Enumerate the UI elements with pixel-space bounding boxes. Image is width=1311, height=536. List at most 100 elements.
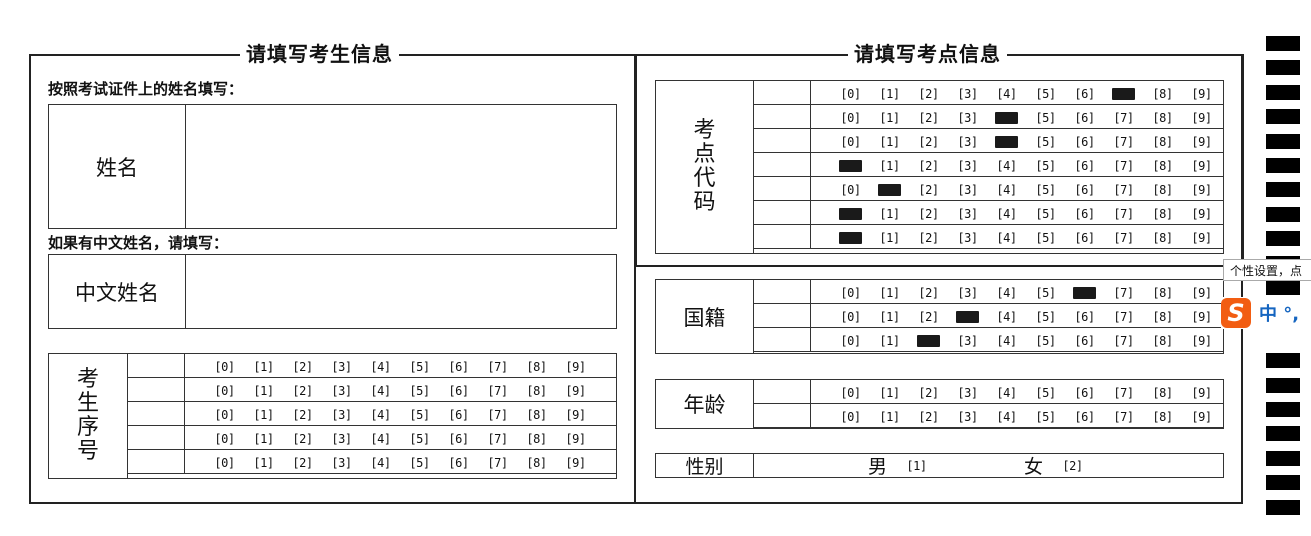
seq-bubble-4[interactable]: [4]: [370, 408, 391, 422]
seq-bubble-8[interactable]: [8]: [526, 456, 547, 470]
seq-digit-write-cell[interactable]: [127, 377, 185, 402]
age-digit-write-cell[interactable]: [753, 403, 811, 428]
seq-bubble-9[interactable]: [9]: [565, 432, 586, 446]
nationality-bubble-4[interactable]: [4]: [996, 310, 1017, 324]
seq-bubble-1[interactable]: [1]: [253, 408, 274, 422]
seq-bubble-5[interactable]: [5]: [409, 432, 430, 446]
nationality-bubble-1[interactable]: [1]: [879, 334, 900, 348]
site-code-bubble-4[interactable]: [4]: [996, 87, 1017, 101]
age-bubble-5[interactable]: [5]: [1035, 410, 1056, 424]
site-code-bubble-6[interactable]: [6]: [1074, 207, 1095, 221]
site-code-bubble-9[interactable]: [9]: [1191, 231, 1212, 245]
age-bubble-9[interactable]: [9]: [1191, 410, 1212, 424]
site-code-bubble-5[interactable]: [5]: [1035, 207, 1056, 221]
nationality-bubble-3[interactable]: [3]: [948, 310, 987, 324]
seq-bubble-6[interactable]: [6]: [448, 432, 469, 446]
age-bubble-1[interactable]: [1]: [879, 386, 900, 400]
seq-digit-write-cell[interactable]: [127, 425, 185, 450]
nationality-digit-write-cell[interactable]: [753, 327, 811, 352]
seq-bubble-5[interactable]: [5]: [409, 408, 430, 422]
age-bubble-4[interactable]: [4]: [996, 386, 1017, 400]
site-code-bubble-2[interactable]: [2]: [918, 159, 939, 173]
seq-bubble-4[interactable]: [4]: [370, 432, 391, 446]
seq-bubble-8[interactable]: [8]: [526, 432, 547, 446]
seq-bubble-4[interactable]: [4]: [370, 360, 391, 374]
site-code-bubble-6[interactable]: [6]: [1074, 111, 1095, 125]
seq-bubble-9[interactable]: [9]: [565, 408, 586, 422]
seq-bubble-9[interactable]: [9]: [565, 360, 586, 374]
site-code-bubble-5[interactable]: [5]: [1035, 111, 1056, 125]
nationality-bubble-1[interactable]: [1]: [879, 286, 900, 300]
nationality-bubble-2[interactable]: [2]: [909, 334, 948, 348]
nationality-bubble-9[interactable]: [9]: [1191, 286, 1212, 300]
site-code-bubble-1[interactable]: [1]: [879, 231, 900, 245]
site-code-digit-write-cell[interactable]: [753, 152, 811, 177]
seq-bubble-6[interactable]: [6]: [448, 408, 469, 422]
site-code-digit-write-cell[interactable]: [753, 104, 811, 129]
site-code-bubble-4[interactable]: [4]: [996, 231, 1017, 245]
site-code-bubble-3[interactable]: [3]: [957, 159, 978, 173]
site-code-bubble-1[interactable]: [1]: [879, 87, 900, 101]
nationality-bubble-9[interactable]: [9]: [1191, 334, 1212, 348]
name-input[interactable]: [186, 105, 616, 228]
seq-bubble-3[interactable]: [3]: [331, 408, 352, 422]
nationality-bubble-1[interactable]: [1]: [879, 310, 900, 324]
nationality-bubble-4[interactable]: [4]: [996, 334, 1017, 348]
site-code-bubble-3[interactable]: [3]: [957, 87, 978, 101]
site-code-digit-write-cell[interactable]: [753, 224, 811, 249]
seq-bubble-8[interactable]: [8]: [526, 384, 547, 398]
site-code-bubble-8[interactable]: [8]: [1152, 135, 1173, 149]
site-code-bubble-1[interactable]: [1]: [879, 111, 900, 125]
seq-bubble-7[interactable]: [7]: [487, 432, 508, 446]
site-code-bubble-9[interactable]: [9]: [1191, 87, 1212, 101]
seq-bubble-8[interactable]: [8]: [526, 408, 547, 422]
age-bubble-2[interactable]: [2]: [918, 410, 939, 424]
seq-bubble-4[interactable]: [4]: [370, 384, 391, 398]
nationality-bubble-6[interactable]: [6]: [1074, 310, 1095, 324]
nationality-bubble-8[interactable]: [8]: [1152, 310, 1173, 324]
nationality-bubble-0[interactable]: [0]: [840, 286, 861, 300]
age-bubble-0[interactable]: [0]: [840, 386, 861, 400]
site-code-bubble-0[interactable]: [0]: [840, 111, 861, 125]
seq-digit-write-cell[interactable]: [127, 353, 185, 378]
seq-bubble-6[interactable]: [6]: [448, 384, 469, 398]
site-code-bubble-2[interactable]: [2]: [918, 207, 939, 221]
seq-bubble-0[interactable]: [0]: [214, 408, 235, 422]
site-code-bubble-5[interactable]: [5]: [1035, 231, 1056, 245]
nationality-bubble-7[interactable]: [7]: [1113, 286, 1134, 300]
site-code-bubble-1[interactable]: [1]: [879, 159, 900, 173]
site-code-bubble-9[interactable]: [9]: [1191, 207, 1212, 221]
ime-toolbar[interactable]: S 中 °,: [1221, 297, 1311, 329]
gender-female-option[interactable]: [2]: [1062, 458, 1083, 473]
site-code-bubble-3[interactable]: [3]: [957, 111, 978, 125]
site-code-bubble-0[interactable]: [0]: [840, 87, 861, 101]
nationality-bubble-5[interactable]: [5]: [1035, 286, 1056, 300]
site-code-bubble-5[interactable]: [5]: [1035, 135, 1056, 149]
seq-bubble-3[interactable]: [3]: [331, 360, 352, 374]
site-code-bubble-6[interactable]: [6]: [1074, 159, 1095, 173]
seq-bubble-7[interactable]: [7]: [487, 384, 508, 398]
site-code-bubble-7[interactable]: [7]: [1113, 207, 1134, 221]
seq-bubble-0[interactable]: [0]: [214, 360, 235, 374]
site-code-digit-write-cell[interactable]: [753, 176, 811, 201]
nationality-bubble-2[interactable]: [2]: [918, 310, 939, 324]
age-bubble-3[interactable]: [3]: [957, 410, 978, 424]
site-code-bubble-0[interactable]: [0]: [840, 135, 861, 149]
nationality-bubble-5[interactable]: [5]: [1035, 310, 1056, 324]
site-code-bubble-1[interactable]: [1]: [870, 183, 909, 197]
nationality-digit-write-cell[interactable]: [753, 303, 811, 328]
seq-bubble-0[interactable]: [0]: [214, 432, 235, 446]
site-code-bubble-4[interactable]: [4]: [996, 183, 1017, 197]
age-bubble-8[interactable]: [8]: [1152, 386, 1173, 400]
sogou-logo-icon[interactable]: S: [1221, 298, 1251, 328]
site-code-bubble-7[interactable]: [7]: [1113, 183, 1134, 197]
site-code-bubble-3[interactable]: [3]: [957, 183, 978, 197]
site-code-bubble-2[interactable]: [2]: [918, 111, 939, 125]
site-code-bubble-9[interactable]: [9]: [1191, 159, 1212, 173]
gender-male-option[interactable]: [1]: [906, 458, 927, 473]
nationality-bubble-2[interactable]: [2]: [918, 286, 939, 300]
age-bubble-9[interactable]: [9]: [1191, 386, 1212, 400]
seq-bubble-6[interactable]: [6]: [448, 360, 469, 374]
seq-bubble-4[interactable]: [4]: [370, 456, 391, 470]
site-code-bubble-1[interactable]: [1]: [879, 207, 900, 221]
